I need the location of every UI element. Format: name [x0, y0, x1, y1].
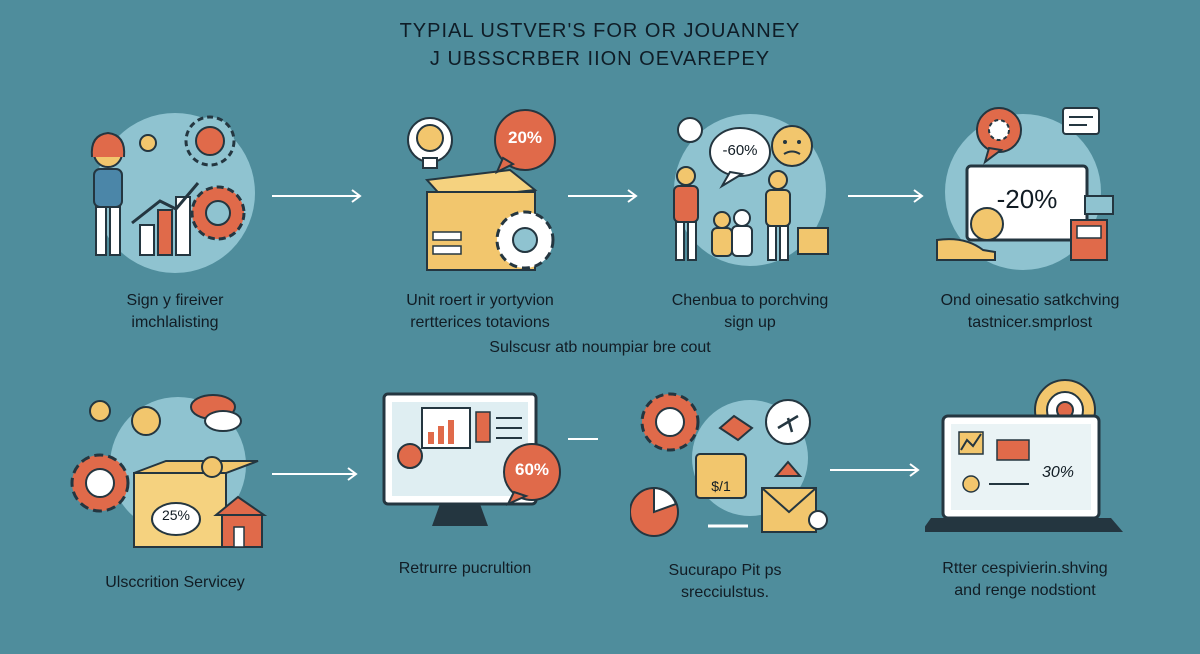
step-4-caption-line-2: tastnicer.smprlost [967, 314, 1093, 331]
step-8-caption: Rtter cespivierin.shving and renge nodst… [895, 558, 1155, 602]
step-3-badge: -60% [722, 142, 758, 159]
step-2-caption-line-1: Unit roert ir yortyvion [406, 292, 554, 309]
step-7-badge: $/1 [711, 478, 731, 494]
step-5-illustration: 25% [68, 385, 278, 555]
title-line-1: TYPIAL USTVER'S FOR OR JOUANNEY [399, 20, 801, 42]
step-3-caption-line-1: Chenbua to porchving [671, 292, 829, 309]
step-8-caption-line-2: and renge nodstiont [954, 582, 1096, 599]
step-1-caption-line-2: imchlalisting [131, 314, 219, 331]
step-2-illustration: 20% [385, 100, 575, 275]
step-3-caption-line-2: sign up [724, 314, 776, 331]
arrow-6-7 [568, 438, 598, 440]
arrow-5-6 [272, 467, 358, 481]
arrow-3-4 [848, 189, 924, 203]
step-5-caption: Ulsccrition Servicey [55, 572, 295, 594]
step-7-illustration: $/1 [630, 388, 830, 548]
step-6-caption: Retrurre pucrultion [345, 558, 585, 580]
step-3-caption: Chenbua to porchving sign up [630, 290, 870, 334]
step-8-caption-line-1: Rtter cespivierin.shving [942, 560, 1108, 577]
step-6-badge: 60% [514, 460, 550, 479]
step-1-caption: Sign y fireiver imchlalisting [60, 290, 290, 334]
step-4-caption-line-1: Ond oinesatio satkchving [940, 292, 1120, 309]
step-5-badge: 25% [161, 507, 191, 523]
step-4-illustration: -20% [935, 100, 1125, 275]
step-2-caption-line-2: rertterices totavions [410, 314, 550, 331]
arrow-2-3 [568, 189, 638, 203]
step-2-caption: Unit roert ir yortyvion rertterices tota… [360, 290, 600, 334]
middle-text: Sulscusr atb noumpiar bre cout [489, 339, 711, 356]
step-7-caption: Sucurapo Pit ps srecciulstus. [605, 560, 845, 604]
step-3-illustration: -60% [660, 100, 840, 270]
step-7-caption-line-2: srecciulstus. [680, 584, 770, 601]
step-8-badge: 30% [1041, 464, 1075, 481]
step-2-badge: 20% [507, 128, 543, 147]
step-5-caption-line-1: Ulsccrition Servicey [105, 574, 245, 591]
step-1-caption-line-1: Sign y fireiver [126, 292, 224, 309]
step-6-illustration: 60% [380, 388, 570, 538]
step-8-illustration: 30% [925, 372, 1130, 542]
arrow-7-8 [830, 463, 920, 477]
step-1-illustration [70, 105, 280, 275]
title-line-2: J UBSSCRBER IION OEVAREPEY [429, 48, 771, 70]
step-4-caption: Ond oinesatio satkchving tastnicer.smprl… [900, 290, 1160, 334]
step-7-caption-line-1: Sucurapo Pit ps [668, 562, 782, 579]
step-4-badge: -20% [996, 184, 1058, 214]
step-6-caption-line-1: Retrurre pucrultion [398, 560, 532, 577]
arrow-1-2 [272, 189, 362, 203]
